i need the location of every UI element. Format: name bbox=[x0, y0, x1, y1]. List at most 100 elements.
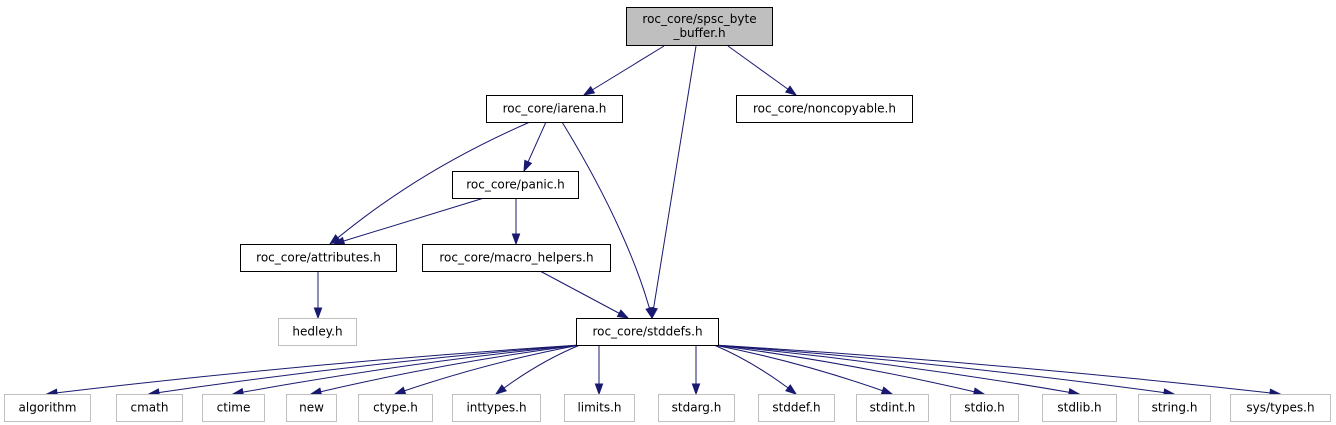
node-stddefs[interactable]: roc_core/stddefs.h bbox=[576, 318, 719, 346]
node-box bbox=[1138, 394, 1211, 422]
node-new[interactable]: new bbox=[286, 394, 337, 422]
edge-stddefs-to-string bbox=[713, 344, 1176, 397]
edge-stddefs-to-inttypes bbox=[494, 344, 581, 395]
edge-line bbox=[394, 344, 581, 395]
edge-line bbox=[713, 344, 985, 395]
node-box bbox=[358, 394, 433, 422]
edge-stddefs-to-stdio bbox=[713, 344, 986, 396]
node-macro_helpers[interactable]: roc_core/macro_helpers.h bbox=[422, 244, 611, 272]
node-ctype[interactable]: ctype.h bbox=[358, 394, 433, 422]
node-box bbox=[576, 318, 719, 346]
node-label: roc_core/spsc_byte bbox=[642, 12, 756, 26]
node-stdlib[interactable]: stdlib.h bbox=[1042, 394, 1117, 422]
node-box bbox=[658, 394, 735, 422]
edge-line bbox=[539, 270, 629, 319]
node-label: stdint.h bbox=[870, 401, 916, 415]
node-noncopyable[interactable]: roc_core/noncopyable.h bbox=[736, 95, 913, 123]
node-box bbox=[4, 394, 91, 422]
edge-line bbox=[310, 344, 581, 395]
node-box bbox=[758, 394, 835, 422]
node-box bbox=[950, 394, 1019, 422]
edge-attributes-to-hedley bbox=[313, 271, 323, 320]
node-label: roc_core/stddefs.h bbox=[592, 325, 702, 339]
node-box bbox=[856, 394, 929, 422]
edge-line bbox=[713, 344, 1080, 395]
edge-line bbox=[583, 45, 665, 96]
edge-iarena-to-stddefs bbox=[561, 121, 654, 320]
node-box bbox=[486, 95, 623, 123]
node-label: sys/types.h bbox=[1246, 401, 1314, 415]
node-stdio[interactable]: stdio.h bbox=[950, 394, 1019, 422]
node-box bbox=[452, 171, 579, 199]
node-label: limits.h bbox=[577, 401, 621, 415]
node-label: ctype.h bbox=[373, 401, 418, 415]
edge-line bbox=[713, 344, 893, 395]
node-cmath[interactable]: cmath bbox=[116, 394, 183, 422]
edge-macro_helpers-to-stddefs bbox=[539, 270, 630, 319]
edge-line bbox=[561, 121, 653, 319]
node-systypes[interactable]: sys/types.h bbox=[1230, 394, 1331, 422]
node-stdarg[interactable]: stdarg.h bbox=[658, 394, 735, 422]
node-box bbox=[626, 7, 773, 46]
node-limits[interactable]: limits.h bbox=[564, 394, 635, 422]
edge-panic-to-macro_helpers bbox=[511, 198, 521, 246]
node-label: roc_core/noncopyable.h bbox=[753, 102, 896, 116]
edge-spsc_byte_buffer-to-iarena bbox=[582, 45, 665, 96]
edge-line bbox=[651, 45, 697, 319]
edge-stddefs-to-systypes bbox=[713, 344, 1282, 398]
edge-line bbox=[148, 344, 581, 395]
node-label: hedley.h bbox=[292, 325, 342, 339]
node-box bbox=[286, 394, 337, 422]
edge-line bbox=[46, 344, 581, 395]
node-box bbox=[422, 244, 611, 272]
node-label: _buffer.h bbox=[672, 26, 725, 40]
node-box bbox=[564, 394, 635, 422]
edge-stddefs-to-stdarg bbox=[691, 345, 701, 396]
edge-line bbox=[232, 344, 581, 395]
edge-stddefs-to-cmath bbox=[147, 344, 581, 397]
node-string[interactable]: string.h bbox=[1138, 394, 1211, 422]
edge-panic-to-attributes bbox=[332, 197, 485, 246]
edge-line bbox=[329, 121, 531, 245]
node-stddef[interactable]: stddef.h bbox=[758, 394, 835, 422]
edge-line bbox=[713, 344, 1281, 395]
node-box bbox=[1042, 394, 1117, 422]
edge-spsc_byte_buffer-to-noncopyable bbox=[727, 45, 798, 96]
node-label: roc_core/panic.h bbox=[466, 178, 565, 192]
node-label: roc_core/iarena.h bbox=[503, 102, 607, 116]
edge-stddefs-to-stddef bbox=[713, 344, 798, 395]
node-hedley[interactable]: hedley.h bbox=[278, 318, 357, 346]
node-box bbox=[240, 244, 397, 272]
node-box bbox=[278, 318, 357, 346]
edge-iarena-to-attributes bbox=[328, 121, 531, 245]
node-spsc_byte_buffer[interactable]: roc_core/spsc_byte_buffer.h bbox=[626, 7, 773, 46]
node-label: stdlib.h bbox=[1057, 401, 1101, 415]
node-ctime[interactable]: ctime bbox=[202, 394, 265, 422]
node-inttypes[interactable]: inttypes.h bbox=[452, 394, 541, 422]
node-box bbox=[202, 394, 265, 422]
node-box bbox=[452, 394, 541, 422]
nodes-layer: roc_core/spsc_byte_buffer.h roc_core/iare… bbox=[4, 7, 1331, 422]
node-label: algorithm bbox=[19, 401, 77, 415]
node-label: roc_core/attributes.h bbox=[256, 251, 381, 265]
node-label: cmath bbox=[131, 401, 169, 415]
edge-stddefs-to-new bbox=[309, 344, 581, 396]
node-stdint[interactable]: stdint.h bbox=[856, 394, 929, 422]
node-algorithm[interactable]: algorithm bbox=[4, 394, 91, 422]
node-label: inttypes.h bbox=[466, 401, 526, 415]
node-panic[interactable]: roc_core/panic.h bbox=[452, 171, 579, 199]
node-label: ctime bbox=[217, 401, 251, 415]
node-label: roc_core/macro_helpers.h bbox=[439, 251, 593, 265]
node-box bbox=[1230, 394, 1331, 422]
edge-line bbox=[333, 197, 485, 245]
node-attributes[interactable]: roc_core/attributes.h bbox=[240, 244, 397, 272]
node-iarena[interactable]: roc_core/iarena.h bbox=[486, 95, 623, 123]
edge-line bbox=[713, 344, 1175, 395]
node-label: stddef.h bbox=[772, 401, 820, 415]
edge-spsc_byte_buffer-to-stddefs bbox=[649, 45, 697, 320]
node-box bbox=[736, 95, 913, 123]
node-box bbox=[116, 394, 183, 422]
node-label: stdio.h bbox=[964, 401, 1004, 415]
edge-iarena-to-panic bbox=[523, 121, 547, 173]
